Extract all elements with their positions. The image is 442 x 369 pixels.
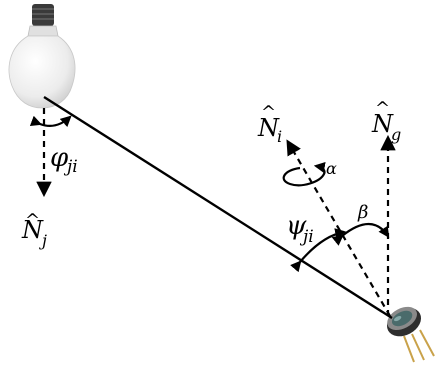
svg-text:N: N [257, 114, 280, 142]
label-n-j: N ^ j [21, 210, 47, 250]
svg-text:g: g [391, 125, 401, 144]
svg-text:^: ^ [375, 98, 390, 119]
label-phi-ji: φ ji [50, 143, 78, 177]
label-n-i: N ^ i [257, 102, 282, 146]
phi-angle-arc [29, 115, 72, 128]
beta-angle-arc [331, 222, 390, 246]
svg-text:φ: φ [50, 143, 69, 173]
svg-text:ji: ji [299, 227, 314, 247]
photodiode-sensor-icon [386, 306, 435, 363]
svg-text:^: ^ [25, 210, 40, 231]
label-beta: β [357, 202, 368, 223]
svg-text:j: j [39, 231, 47, 250]
svg-text:^: ^ [261, 102, 276, 123]
label-alpha: α [326, 159, 337, 178]
svg-text:i: i [277, 127, 282, 146]
svg-text:N: N [371, 110, 394, 138]
svg-text:β: β [357, 202, 368, 223]
svg-text:ψ: ψ [286, 211, 307, 241]
light-bulb-icon [8, 4, 76, 109]
alpha-rotation-indicator [282, 162, 326, 187]
label-psi-ji: ψ ji [286, 211, 314, 247]
svg-text:α: α [326, 159, 337, 178]
label-n-g: N ^ g [371, 98, 401, 144]
line-of-sight [43, 95, 393, 320]
svg-text:ji: ji [63, 157, 78, 177]
svg-text:N: N [21, 216, 44, 244]
